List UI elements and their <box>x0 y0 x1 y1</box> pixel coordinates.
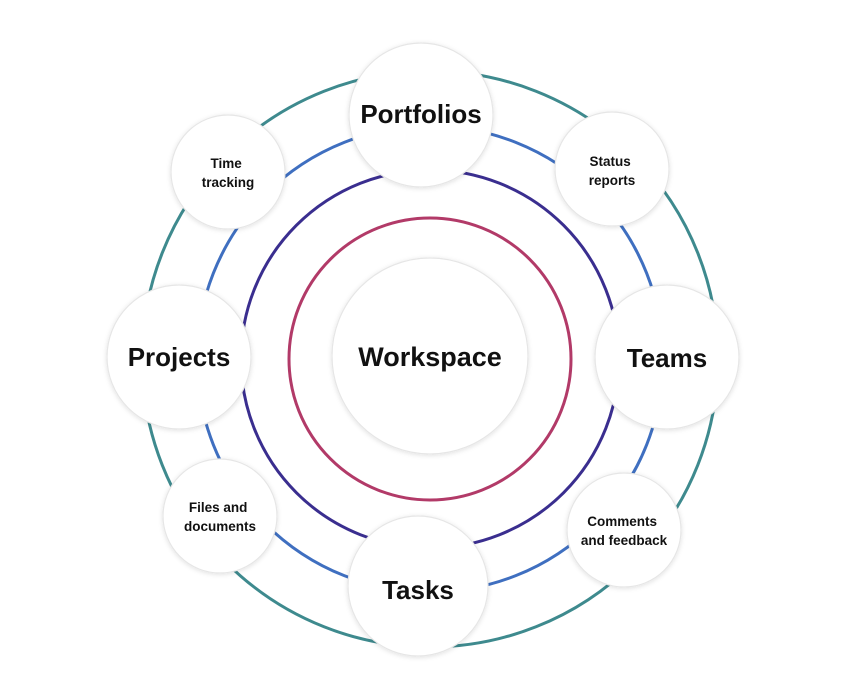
center-node-circle <box>331 257 529 455</box>
node-comments-feedback-line-1: Comments <box>587 514 657 529</box>
node-tasks: Tasks <box>347 515 489 657</box>
center-node-workspace: Workspace <box>331 257 529 455</box>
node-tasks-circle <box>347 515 489 657</box>
node-comments-feedback-circle <box>566 472 682 588</box>
node-files-documents-line-2: documents <box>184 519 256 534</box>
node-projects: Projects <box>106 284 252 430</box>
center-node-label: Workspace <box>358 342 502 372</box>
node-files-documents-line-1: Files and <box>189 500 248 515</box>
node-time-tracking-line-2: tracking <box>202 175 255 190</box>
node-tasks-label: Tasks <box>382 575 454 605</box>
node-files-documents: Files and documents <box>162 458 278 574</box>
node-time-tracking-line-1: Time <box>210 156 242 171</box>
node-portfolios-circle <box>348 42 494 188</box>
node-status-reports: Status reports <box>554 111 670 227</box>
node-comments-feedback: Comments and feedback <box>566 472 682 588</box>
node-projects-circle <box>106 284 252 430</box>
node-portfolios: Portfolios <box>348 42 494 188</box>
node-files-documents-label: Files and documents <box>184 500 256 534</box>
node-comments-feedback-label: Comments and feedback <box>581 514 668 548</box>
node-portfolios-label: Portfolios <box>360 99 481 129</box>
node-files-documents-circle <box>162 458 278 574</box>
node-time-tracking-label: Time tracking <box>202 156 255 190</box>
inner-ring <box>287 216 573 502</box>
node-teams-label: Teams <box>627 343 707 373</box>
node-status-reports-line-2: reports <box>589 173 636 188</box>
node-status-reports-label: Status reports <box>589 154 636 188</box>
node-time-tracking-circle <box>170 114 286 230</box>
node-projects-label: Projects <box>128 342 231 372</box>
node-status-reports-circle <box>554 111 670 227</box>
node-teams-circle <box>594 284 740 430</box>
node-status-reports-line-1: Status <box>589 154 630 169</box>
node-comments-feedback-line-2: and feedback <box>581 533 668 548</box>
node-time-tracking: Time tracking <box>170 114 286 230</box>
node-teams: Teams <box>594 284 740 430</box>
